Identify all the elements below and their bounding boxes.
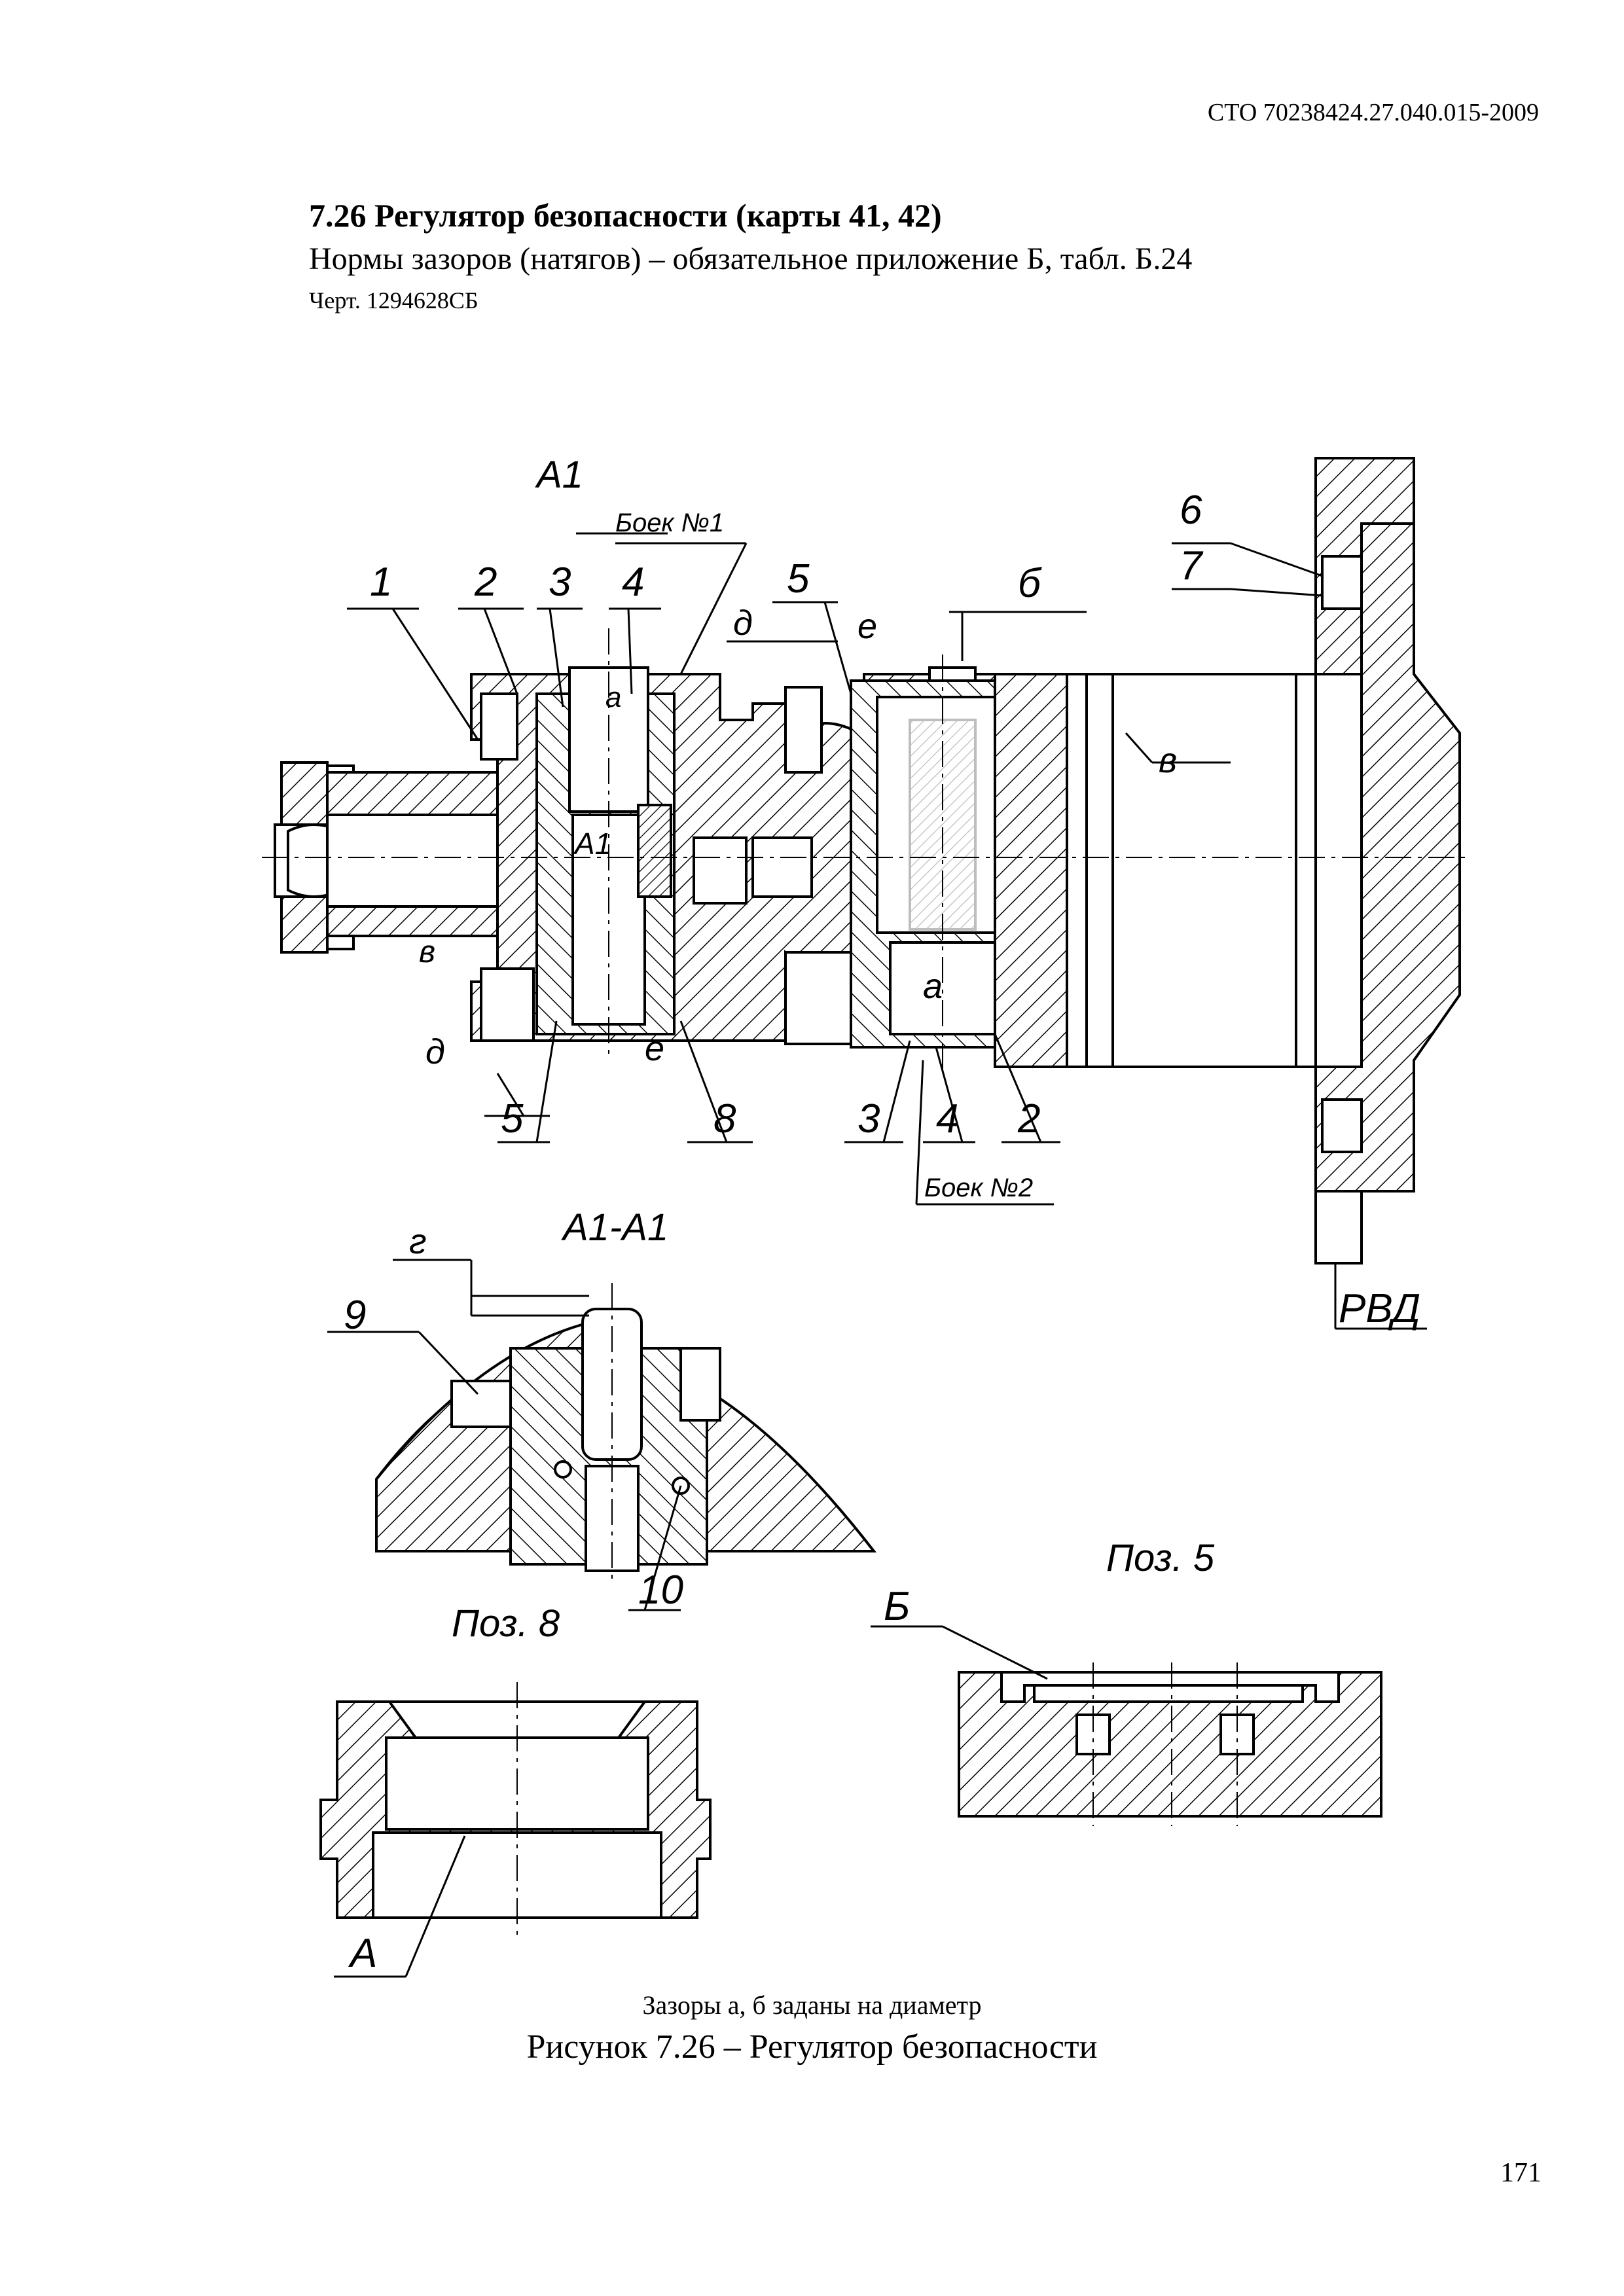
part-label-5-bottom: 5 xyxy=(501,1096,524,1141)
gap-label-g: г xyxy=(409,1222,427,1261)
gap-label-v-right: в xyxy=(1159,741,1177,780)
detail-poz-8-view xyxy=(319,1682,712,1978)
gap-label-a-2: а xyxy=(923,967,943,1006)
detail-5-mark: Б xyxy=(884,1584,910,1629)
drawing-reference: Черт. 1294628СБ xyxy=(309,287,478,314)
part-label-2: 2 xyxy=(474,560,497,605)
detail-5-title: Поз. 5 xyxy=(1106,1537,1215,1579)
detail-poz-5-view xyxy=(871,1625,1382,1826)
section-view-title: А1-А1 xyxy=(561,1206,668,1249)
part-label-2-bottom: 2 xyxy=(1017,1096,1040,1141)
part-label-8: 8 xyxy=(713,1096,736,1141)
figure-note: Зазоры а, б заданы на диаметр xyxy=(642,1990,982,2020)
part-label-4-bottom: 4 xyxy=(936,1096,958,1141)
section-norms: Нормы зазоров (натягов) – обязательное п… xyxy=(309,242,1193,276)
section-title: 7.26 Регулятор безопасности (карты 41, 4… xyxy=(309,197,942,234)
part-label-3-bottom: 3 xyxy=(857,1096,880,1141)
section-mark-a1: А1 xyxy=(535,454,583,496)
striker-1-label: Боек №1 xyxy=(615,509,724,537)
striker-2-label: Боек №2 xyxy=(924,1174,1033,1202)
part-label-10: 10 xyxy=(638,1568,683,1613)
gap-label-e-top: е xyxy=(857,607,877,646)
gap-label-b: б xyxy=(1018,561,1042,606)
part-label-6: 6 xyxy=(1180,488,1202,533)
figure-caption: Рисунок 7.26 – Регулятор безопасности xyxy=(526,2028,1098,2066)
rvd-label: РВД xyxy=(1339,1286,1420,1331)
gap-label-d-bottom: д xyxy=(425,1032,445,1071)
part-label-5: 5 xyxy=(787,556,810,601)
section-a1-a1-view xyxy=(327,1259,877,1611)
part-label-4: 4 xyxy=(622,560,644,605)
part-label-3: 3 xyxy=(549,560,571,605)
gap-label-e-bottom: е xyxy=(645,1029,664,1068)
part-label-7: 7 xyxy=(1180,543,1204,588)
part-label-1: 1 xyxy=(370,560,392,605)
part-label-9: 9 xyxy=(344,1293,366,1338)
page-number: 171 xyxy=(1500,2158,1542,2188)
section-mark-a1-inner: А1 xyxy=(573,827,611,861)
detail-8-title: Поз. 8 xyxy=(452,1602,560,1645)
gap-label-v-left: в xyxy=(419,935,435,969)
document-code: СТО 70238424.27.040.015-2009 xyxy=(1207,99,1539,126)
detail-8-mark: А xyxy=(348,1931,377,1976)
gap-label-a-1: а xyxy=(605,681,621,713)
main-assembly-view xyxy=(262,457,1466,1330)
gap-label-d-top: д xyxy=(733,603,753,643)
